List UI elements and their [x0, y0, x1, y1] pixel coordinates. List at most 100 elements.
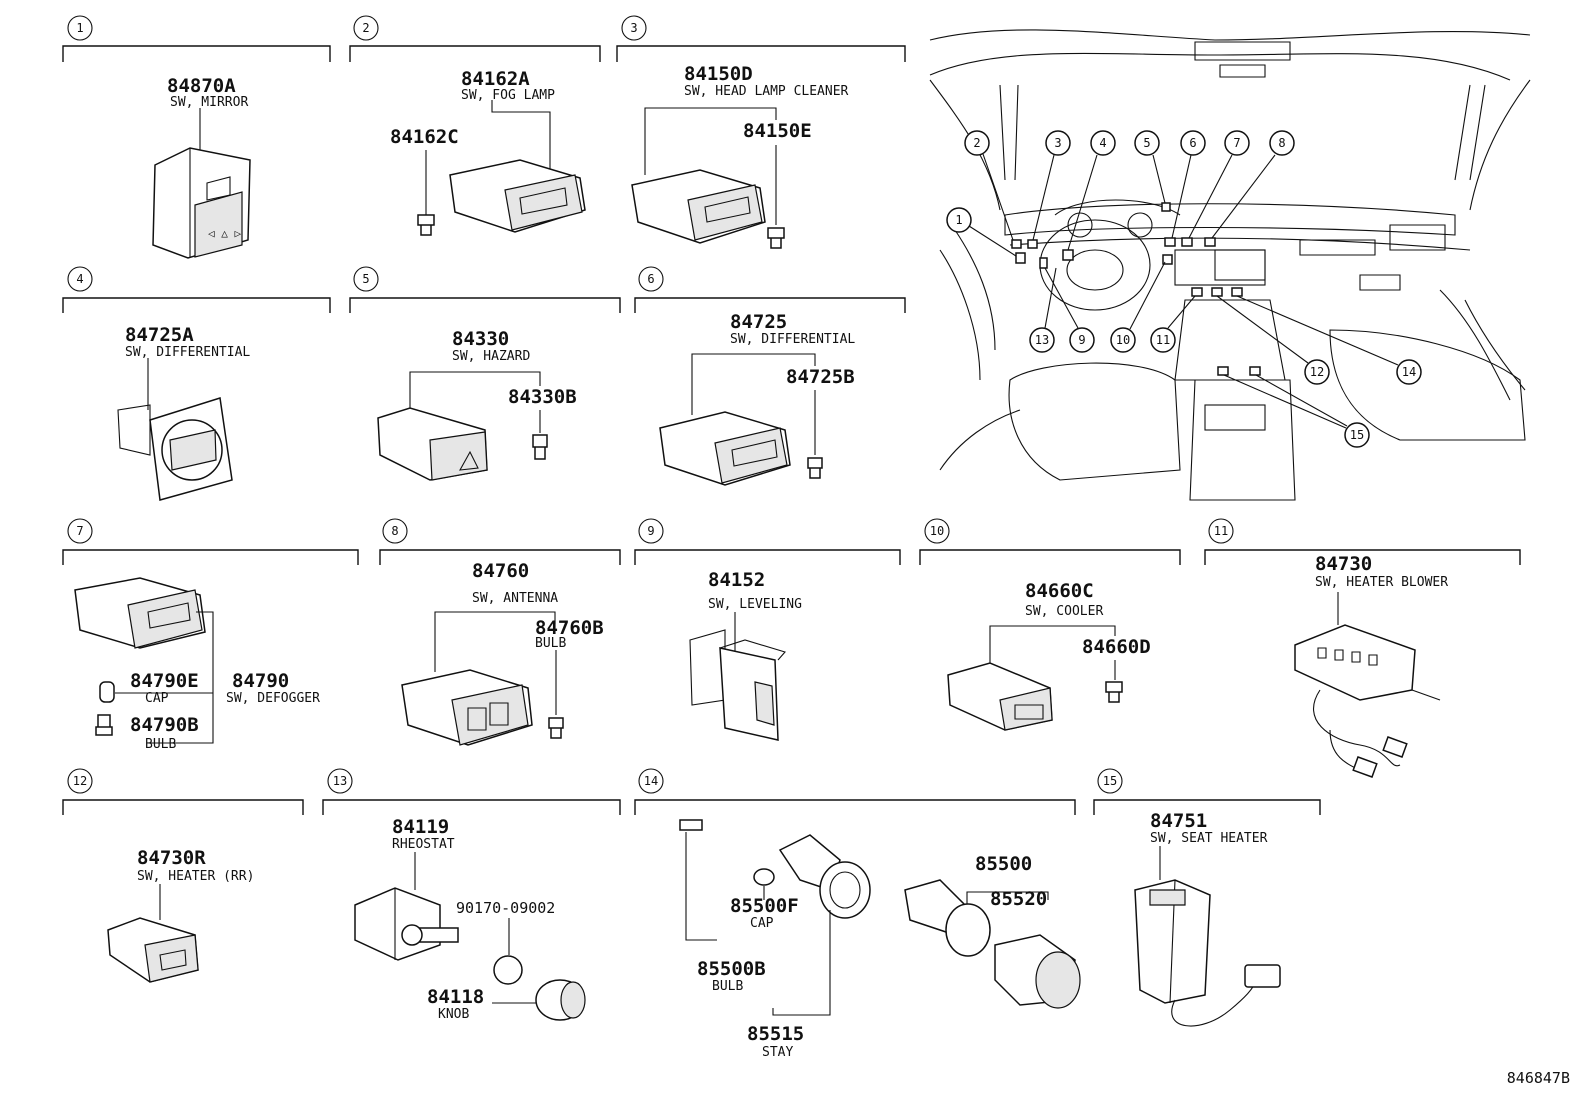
leveling-switch-drawing — [689, 629, 786, 741]
part-number[interactable]: 84760B — [535, 617, 604, 639]
switch-location-marker — [1027, 239, 1038, 249]
section-number-circle — [353, 266, 379, 292]
callout-12: 12 — [1216, 295, 1330, 385]
section-number: 12 — [73, 774, 87, 788]
part-number[interactable]: 84330 — [452, 328, 509, 350]
section-bracket — [62, 297, 331, 313]
part-number[interactable]: 84150D — [684, 63, 753, 85]
section-14: 14 85500F CAP 85500B BULB 85515 STAY 855… — [634, 768, 1081, 1060]
section-number: 11 — [1214, 524, 1228, 538]
part-number[interactable]: 84660C — [1025, 580, 1094, 602]
section-number: 5 — [362, 272, 369, 286]
section-12: 12 84730R SW, HEATER (RR) — [62, 768, 304, 983]
part-description: SW, HEATER (RR) — [137, 869, 254, 884]
section-4: 4 84725A SW, DIFFERENTIAL — [62, 266, 331, 501]
switch-location-marker — [1039, 257, 1048, 269]
section-bracket — [634, 549, 901, 565]
part-number[interactable]: 84725A — [125, 324, 194, 346]
part-number[interactable]: 84660D — [1082, 636, 1151, 658]
callout-10: 10 — [1110, 261, 1166, 353]
part-number[interactable]: 84162C — [390, 126, 459, 148]
part-number[interactable]: 84730 — [1315, 553, 1372, 575]
section-bracket — [62, 549, 359, 565]
leader-line — [685, 832, 717, 941]
part-number[interactable]: 85500F — [730, 895, 799, 917]
nut-drawing — [493, 955, 523, 985]
svg-text:12: 12 — [1310, 365, 1324, 379]
svg-text:1: 1 — [955, 213, 962, 227]
part-number[interactable]: 84118 — [427, 986, 484, 1008]
part-number[interactable]: 84162A — [461, 68, 530, 90]
section-bracket — [62, 799, 304, 815]
part-number[interactable]: 84790B — [130, 714, 199, 736]
section-number: 15 — [1103, 774, 1117, 788]
svg-text:2: 2 — [973, 136, 980, 150]
part-number[interactable]: 84760 — [472, 560, 529, 582]
switch-location-marker — [1062, 249, 1074, 261]
callout-3: 3 — [1032, 130, 1071, 241]
part-number[interactable]: 84119 — [392, 816, 449, 838]
section-bracket — [62, 45, 331, 62]
part-number[interactable]: 85515 — [747, 1023, 804, 1045]
section-bracket — [349, 297, 621, 313]
section-10: 10 84660C SW, COOLER 84660D — [919, 518, 1181, 731]
section-number-circle — [353, 15, 379, 41]
part-description: CAP — [750, 916, 774, 931]
switch-location-marker — [1204, 237, 1216, 247]
switch-location-marker — [1161, 202, 1171, 212]
section-bracket — [634, 297, 906, 313]
part-number[interactable]: 84725B — [786, 366, 855, 388]
interior-overview: 1 2 3 4 5 6 7 — [929, 29, 1531, 501]
svg-text:13: 13 — [1035, 333, 1049, 347]
leader-line — [772, 910, 831, 1016]
callout-6: 6 — [1171, 130, 1206, 239]
section-bracket — [322, 799, 621, 815]
part-number[interactable]: 84725 — [730, 311, 787, 333]
section-6: 6 84725 SW, DIFFERENTIAL 84725B — [634, 266, 906, 486]
part-number[interactable]: 84150E — [743, 120, 812, 142]
part-description: SW, HEAD LAMP CLEANER — [684, 84, 849, 99]
svg-text:4: 4 — [1099, 136, 1106, 150]
part-number[interactable]: 85520 — [990, 888, 1047, 910]
part-description: CAP — [145, 691, 169, 706]
part-number[interactable]: 84790E — [130, 670, 199, 692]
part-number[interactable]: 84330B — [508, 386, 577, 408]
part-description: SW, COOLER — [1025, 604, 1103, 619]
part-number[interactable]: 84790 — [232, 670, 289, 692]
bulb-drawing — [679, 819, 703, 831]
part-number[interactable]: 85500B — [697, 958, 766, 980]
differential-switch-drawing — [117, 397, 233, 501]
part-description: RHEOSTAT — [392, 837, 455, 852]
section-number: 10 — [930, 524, 944, 538]
part-number[interactable]: 90170-09002 — [456, 899, 555, 917]
callout-9: 9 — [1044, 267, 1095, 353]
part-description: STAY — [762, 1045, 793, 1060]
section-number-circle — [67, 518, 93, 544]
section-number: 8 — [391, 524, 398, 538]
part-description: BULB — [712, 979, 743, 994]
section-number: 7 — [76, 524, 83, 538]
head-lamp-cleaner-switch-drawing — [631, 169, 785, 249]
part-number[interactable]: 84152 — [708, 569, 765, 591]
part-number[interactable]: 84730R — [137, 847, 206, 869]
section-number: 2 — [362, 21, 369, 35]
svg-text:◁ △ ▷: ◁ △ ▷ — [208, 227, 241, 240]
part-number[interactable]: 84870A — [167, 75, 236, 97]
socket-drawing — [778, 834, 871, 919]
part-number[interactable]: 84751 — [1150, 810, 1207, 832]
part-description: SW, MIRROR — [170, 95, 248, 110]
part-number[interactable]: 85500 — [975, 853, 1032, 875]
differential-switch-drawing — [659, 411, 823, 486]
fog-lamp-switch-drawing — [417, 159, 586, 236]
mirror-switch-drawing: ◁ △ ▷ — [152, 147, 251, 259]
section-number-circle — [67, 768, 93, 794]
section-number-circle — [382, 518, 408, 544]
defogger-switch-drawing — [74, 577, 206, 649]
section-bracket — [616, 45, 906, 62]
cigarette-lighter-drawing — [904, 879, 1081, 1009]
section-bracket — [634, 799, 1076, 815]
cap-drawing — [753, 868, 775, 886]
drawing-number: 846847B — [1507, 1069, 1570, 1087]
callout-7: 7 — [1188, 130, 1250, 239]
